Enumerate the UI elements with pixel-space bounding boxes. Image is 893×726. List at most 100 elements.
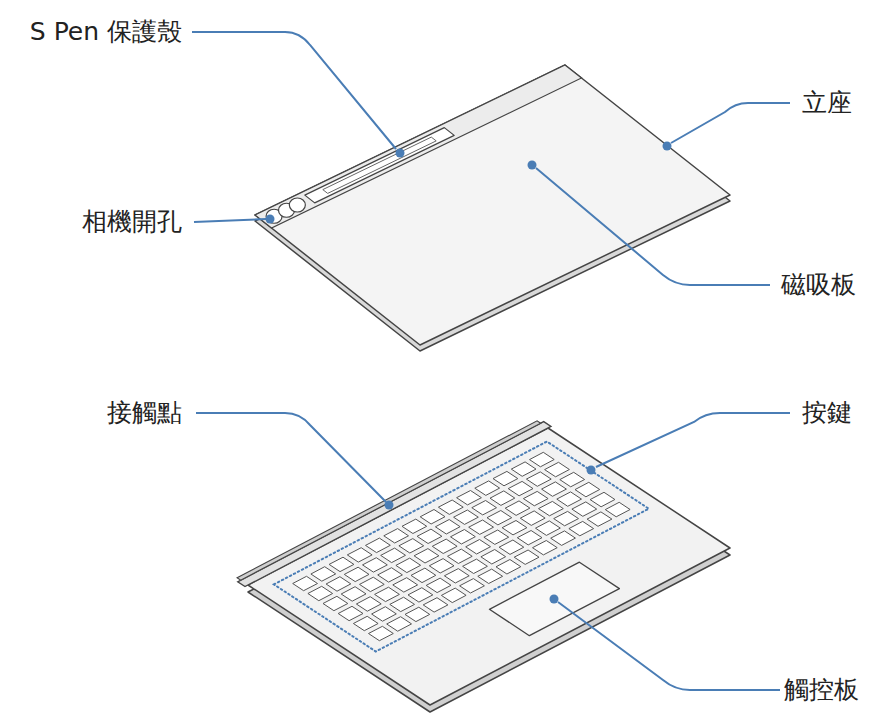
key [505,501,530,516]
key [444,569,469,583]
key [344,567,369,581]
leader-line [192,32,396,149]
leader-line [536,168,770,285]
key [432,539,457,553]
key [420,510,445,525]
leader-line [671,103,790,143]
key [542,482,567,496]
key [460,579,485,593]
key [481,550,506,565]
camera-hole [289,198,305,212]
leader-dot [587,466,596,475]
pen-holder [305,128,454,203]
key [605,502,630,517]
keyboard-plate [248,428,730,705]
key [423,598,448,612]
leader-dot [396,149,405,158]
key [526,472,551,486]
key [539,501,564,515]
key [411,568,436,583]
part-label: 觸控板 [782,675,861,705]
key [560,472,585,487]
key [487,511,512,525]
key [356,597,381,612]
key [448,549,473,563]
leader-line [558,602,780,690]
leader-dot [266,215,275,224]
part-label: 按鍵 [800,398,854,428]
key [499,540,524,554]
connector-rail [238,422,551,587]
key [469,520,494,534]
key [405,607,430,621]
key [372,607,397,622]
key [511,462,536,476]
key [338,606,363,620]
keyboard-cover [237,421,730,712]
key [366,538,391,553]
key [360,577,385,591]
pen-strip [255,65,582,228]
key [396,558,421,573]
key [457,491,482,505]
part-label: S Pen 保護殼 [28,17,184,47]
pen-slot [323,137,436,193]
key [514,550,539,564]
key [435,520,460,535]
key [399,539,424,553]
key [533,541,558,555]
key [463,559,488,573]
key [393,578,418,592]
leader-dot [550,595,559,604]
key [466,540,491,555]
key [326,577,351,592]
key [472,501,497,515]
key [575,482,600,497]
keys-outline [274,442,649,652]
key [347,548,372,562]
part-label: 立座 [800,88,854,118]
key [381,548,406,563]
key [369,626,394,640]
key [378,568,403,582]
key [496,560,521,575]
key [375,587,400,601]
key [590,492,615,507]
part-label: 相機開孔 [80,207,184,237]
leader-dot [528,161,537,170]
key [311,567,336,582]
key [554,511,579,525]
leader-dot [663,142,672,151]
touchpad [489,562,619,636]
key [308,586,333,600]
key [414,549,439,563]
key [523,491,548,505]
key [572,502,597,516]
key [545,462,570,477]
key [451,530,476,545]
key [520,511,545,526]
connector-ridge [237,421,541,580]
leader-line [194,219,266,222]
key [387,617,412,632]
key [536,521,561,536]
key [502,521,527,535]
key [475,481,500,496]
key [551,531,576,546]
key [569,521,594,535]
key [363,558,388,572]
key [517,531,542,545]
book-cover [255,65,730,351]
key [484,530,509,544]
key [438,500,463,514]
key [508,481,533,495]
key [353,616,378,630]
key [478,569,503,583]
key [490,491,515,506]
leader-dots [266,142,672,604]
key [587,512,612,526]
key [402,519,427,533]
key [429,559,454,573]
